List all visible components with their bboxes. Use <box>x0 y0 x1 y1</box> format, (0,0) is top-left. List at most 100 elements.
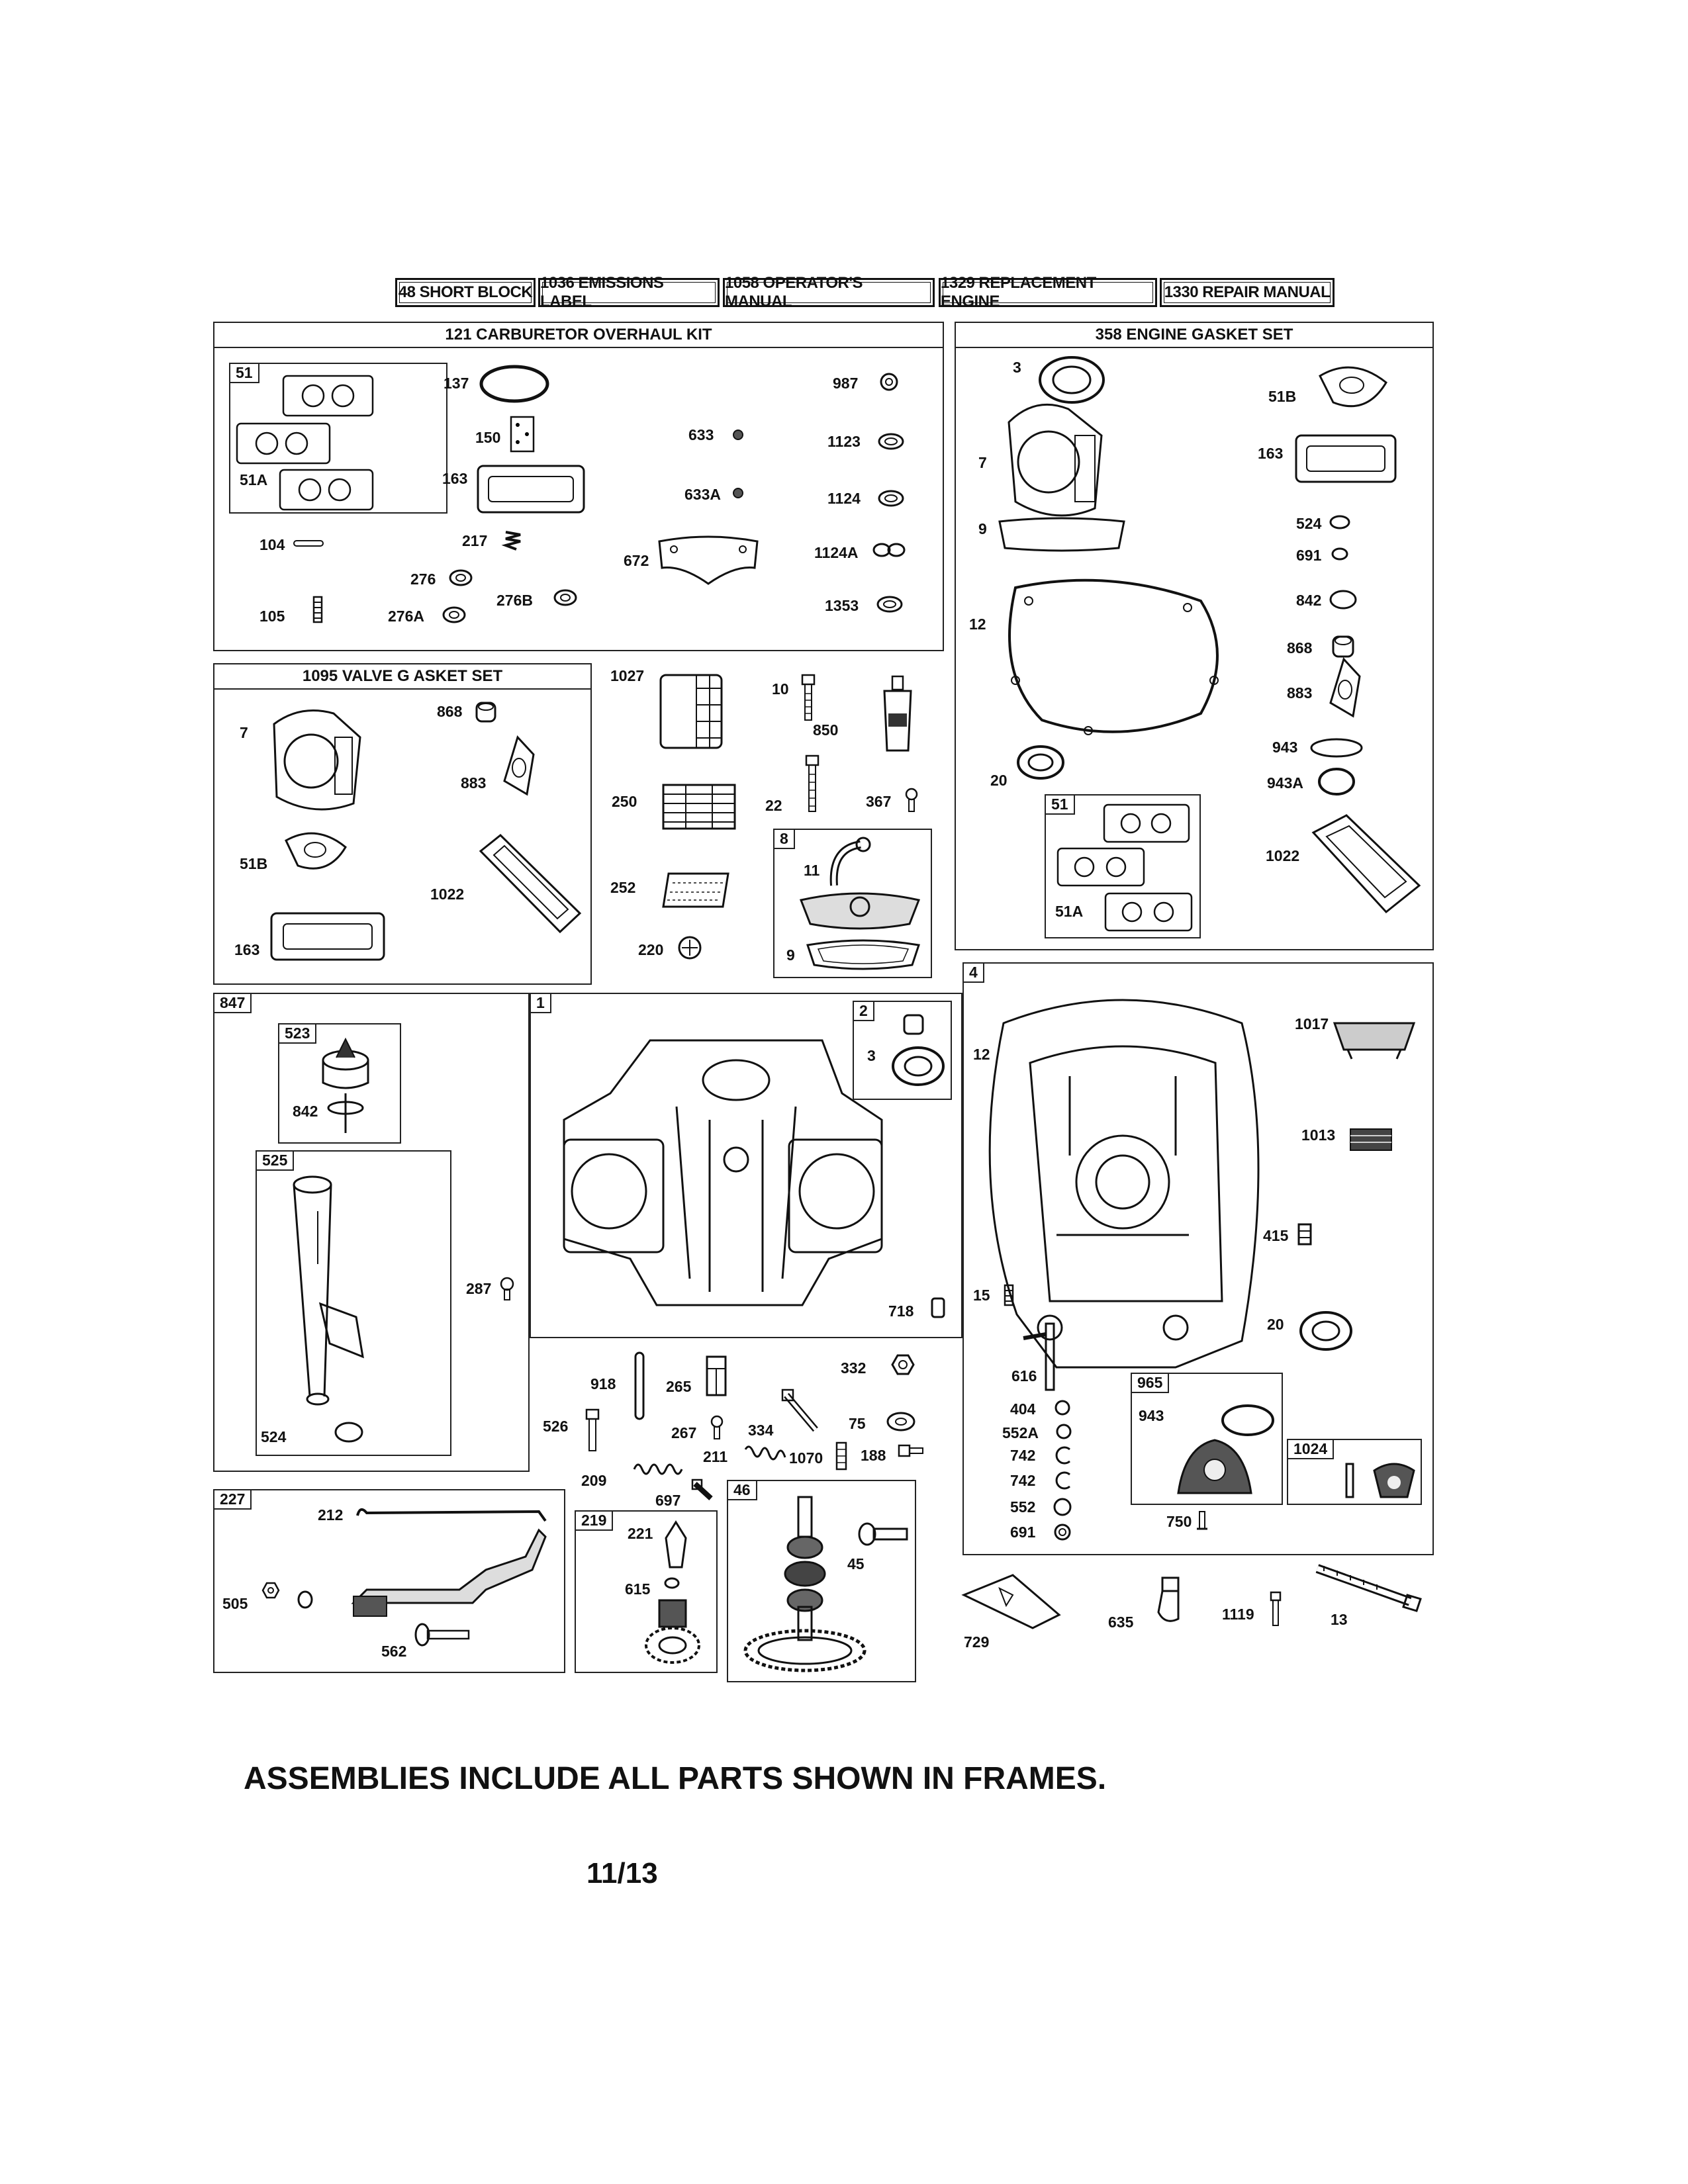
governor-lever-icon <box>351 1528 547 1617</box>
gasket-icon <box>270 912 385 961</box>
callout: 11 <box>804 862 820 879</box>
fitting-icon <box>1297 1223 1312 1246</box>
callout: 252 <box>610 879 636 896</box>
callout: 1022 <box>1266 847 1300 864</box>
callout: 51A <box>1055 903 1084 920</box>
washer-icon <box>1055 1400 1070 1416</box>
gasket-icon <box>285 832 347 870</box>
ring-icon <box>1221 1404 1274 1436</box>
washer-icon <box>878 490 904 507</box>
callout: 1353 <box>825 597 859 614</box>
bolt-icon <box>801 674 816 721</box>
callout: 137 <box>444 375 469 392</box>
callout: 150 <box>475 429 501 446</box>
oil-filter-icon <box>659 674 723 749</box>
frame-8: 8 11 9 <box>773 829 932 978</box>
washer-icon <box>880 373 898 391</box>
washer-icon <box>876 596 903 613</box>
pre-cleaner-icon <box>662 872 729 908</box>
callout: 750 <box>1166 1513 1192 1530</box>
callout: 276 <box>410 570 436 588</box>
oil-seal-icon <box>892 1046 945 1086</box>
callout: 51 <box>1046 796 1075 815</box>
dipstick-tube-icon <box>293 1175 364 1406</box>
callout: 105 <box>259 608 285 625</box>
callout: 2 <box>854 1002 874 1021</box>
emissions-label-label: 1036 EMISSIONS LABEL <box>540 274 664 310</box>
callout: 672 <box>624 552 649 569</box>
callout: 227 <box>214 1490 252 1510</box>
head-gasket-icon <box>273 709 361 811</box>
carb-gasket-icon <box>236 375 374 511</box>
washer-icon <box>886 1412 915 1432</box>
gasket-icon <box>1319 366 1387 408</box>
callout: 22 <box>765 797 782 814</box>
crankcase-gasket-icon <box>1008 578 1219 735</box>
callout: 276B <box>496 592 533 609</box>
callout: 1017 <box>1295 1015 1329 1032</box>
callout: 7 <box>978 454 987 471</box>
elbow-icon <box>1157 1576 1180 1622</box>
emissions-label-box: 1036 EMISSIONS LABEL <box>538 274 720 310</box>
callout: 265 <box>666 1378 692 1395</box>
callout: 404 <box>1010 1400 1036 1418</box>
callout: 8 <box>774 830 795 849</box>
washer-icon <box>1054 1524 1071 1541</box>
callout: 633 <box>688 426 714 443</box>
gasket-icon <box>998 517 1125 552</box>
screw-icon <box>1270 1591 1282 1626</box>
callout: 163 <box>1258 445 1284 462</box>
callout: 526 <box>543 1418 569 1435</box>
deflector-icon <box>961 1574 1061 1629</box>
callout: 633A <box>684 486 721 503</box>
carb-gasket-icon <box>1056 803 1193 932</box>
frame-847: 847 523 842 525 524 287 <box>213 993 530 1472</box>
callout: 163 <box>442 470 468 487</box>
bolt-icon <box>691 1479 713 1500</box>
bolt-icon <box>805 754 820 812</box>
callout: 1027 <box>610 667 645 684</box>
callout: 51 <box>230 364 259 383</box>
gasket-icon <box>479 833 582 934</box>
callout: 742 <box>1010 1472 1036 1489</box>
callout: 219 <box>576 1512 614 1531</box>
callout: 524 <box>1296 515 1322 532</box>
repair-manual-label: 1330 REPAIR MANUAL <box>1164 283 1331 301</box>
callout: 552A <box>1002 1424 1039 1441</box>
gear-icon <box>645 1599 700 1664</box>
washer-icon <box>553 589 577 606</box>
callout: 842 <box>1296 592 1322 609</box>
callout: 12 <box>969 615 986 633</box>
callout: 883 <box>1287 684 1313 702</box>
ball-icon <box>733 430 743 440</box>
frame-4: 4 12 1017 1013 415 15 20 616 404 552A 74… <box>962 962 1434 1555</box>
callout: 1124A <box>814 544 859 561</box>
callout: 221 <box>628 1525 653 1542</box>
cylinder-block-icon <box>563 1039 883 1306</box>
callout: 718 <box>888 1302 914 1320</box>
crankcase-cover-icon <box>988 999 1260 1369</box>
callout: 616 <box>1011 1367 1037 1385</box>
callout: 965 <box>1132 1374 1170 1393</box>
callout: 334 <box>748 1422 774 1439</box>
callout: 1013 <box>1301 1126 1336 1144</box>
callout: 15 <box>973 1287 990 1304</box>
ring-icon <box>1318 768 1355 796</box>
sealant-tube-icon <box>883 675 912 752</box>
dowel-pin-icon <box>931 1297 945 1318</box>
callout: 1124 <box>827 490 861 507</box>
bolt-icon <box>781 1388 818 1432</box>
callout: 212 <box>318 1506 344 1524</box>
nut-icon <box>261 1582 280 1599</box>
callout: 13 <box>1331 1611 1348 1628</box>
oil-seal-icon <box>1039 356 1105 404</box>
pin-icon <box>293 540 324 547</box>
callout: 943 <box>1272 739 1298 756</box>
valve-gasket-set-title: 1095 VALVE G ASKET SET <box>214 664 590 690</box>
frame-51: 51 51A <box>1045 794 1201 938</box>
engine-gasket-set-frame: 358 ENGINE GASKET SET 3 7 9 12 20 51B 16… <box>955 322 1434 950</box>
callout: 75 <box>849 1415 866 1432</box>
valve-gasket-set-frame: 1095 VALVE G ASKET SET 7 868 883 51B 102… <box>213 663 592 985</box>
bolt-icon <box>500 1277 514 1300</box>
cover-plate-icon <box>1333 1022 1416 1060</box>
